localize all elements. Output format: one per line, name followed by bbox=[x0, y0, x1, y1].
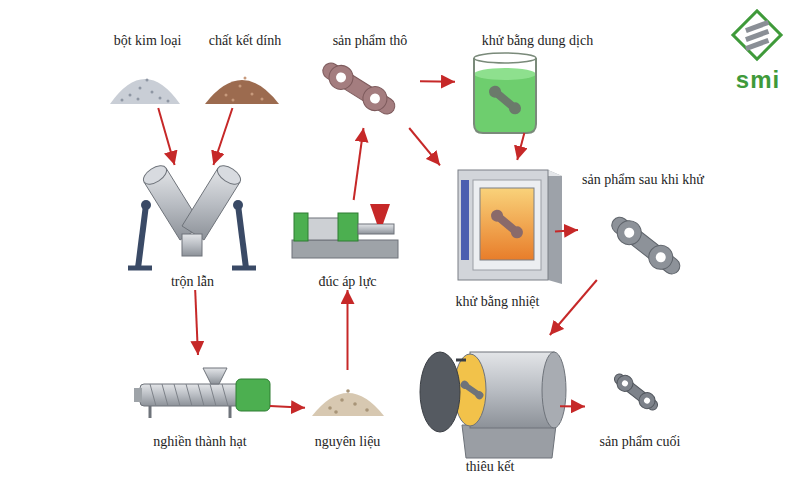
debinding-oven bbox=[458, 170, 562, 284]
flow-arrow bbox=[354, 128, 364, 200]
molding-machine bbox=[292, 204, 398, 258]
metal-powder bbox=[110, 79, 180, 105]
logo-text: smi bbox=[728, 66, 788, 94]
flow-arrow bbox=[560, 405, 585, 407]
step-label: nguyên liệu bbox=[315, 434, 381, 450]
step-label: sản phẩm sau khi khử bbox=[582, 172, 704, 188]
step-label: chất kết dính bbox=[209, 33, 281, 49]
flow-arrow bbox=[550, 280, 597, 335]
process-step: thiêu kết bbox=[420, 335, 560, 475]
flow-arrow bbox=[213, 108, 232, 165]
solvent-beaker bbox=[474, 53, 536, 133]
step-label: sản phẩm cuối bbox=[600, 434, 681, 450]
flow-arrow bbox=[158, 108, 174, 165]
final-part bbox=[611, 370, 662, 415]
process-step: bột kim loại bbox=[100, 33, 195, 108]
brown-part bbox=[606, 211, 685, 280]
granulator bbox=[134, 368, 270, 418]
step-label: đúc áp lực bbox=[318, 274, 376, 290]
flow-arrow bbox=[270, 406, 305, 408]
process-step: nguyên liệu bbox=[305, 370, 390, 450]
process-step: khử bằng nhiệt bbox=[440, 160, 555, 310]
step-label: khử bằng nhiệt bbox=[456, 294, 540, 310]
process-step: trộn lẫn bbox=[135, 165, 250, 290]
binder-pile bbox=[205, 77, 279, 105]
sintering-furnace bbox=[420, 352, 566, 458]
process-step: khử bằng dung dịch bbox=[455, 33, 620, 133]
step-label: thiêu kết bbox=[466, 459, 515, 475]
process-step: sản phẩm thô bbox=[320, 33, 420, 128]
logo-mark bbox=[733, 11, 781, 59]
flow-arrow bbox=[195, 290, 198, 355]
process-step: sản phẩm cuối bbox=[585, 365, 695, 450]
flow-arrow bbox=[347, 290, 349, 370]
green-part bbox=[318, 57, 400, 121]
step-label: nghiền thành hạt bbox=[153, 434, 246, 450]
feedstock-pile bbox=[312, 389, 384, 416]
process-step: sản phẩm sau khi khử bbox=[578, 172, 708, 280]
flow-arrow bbox=[555, 230, 578, 231]
process-step: nghiền thành hạt bbox=[130, 355, 270, 450]
flow-arrow bbox=[517, 133, 524, 160]
flow-arrow bbox=[420, 80, 455, 83]
step-label: khử bằng dung dịch bbox=[482, 33, 593, 49]
flow-arrow bbox=[409, 128, 440, 165]
step-label: sản phẩm thô bbox=[333, 33, 408, 49]
v-mixer bbox=[128, 162, 256, 268]
step-label: bột kim loại bbox=[114, 33, 182, 49]
process-step: đúc áp lực bbox=[290, 200, 405, 290]
process-step: chất kết dính bbox=[200, 33, 290, 108]
step-label: trộn lẫn bbox=[171, 274, 214, 290]
